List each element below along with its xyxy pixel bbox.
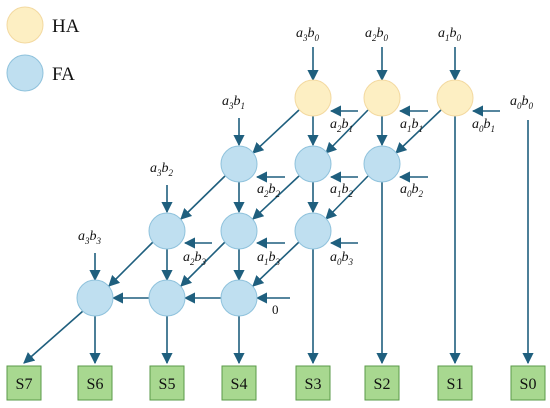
half-adder-node <box>436 79 474 117</box>
output-label-s3: S3 <box>305 376 322 393</box>
full-adder-node <box>148 279 186 317</box>
output-label-s5: S5 <box>159 376 176 393</box>
input-label-a0b1: a0b1 <box>472 117 495 134</box>
full-adder-node <box>76 279 114 317</box>
input-labels: a3b0 a2b0 a1b0 a0b0 a3b1 a2b1 a1b1 a0b1 … <box>78 26 534 317</box>
input-label-a1b0: a1b0 <box>438 26 462 43</box>
full-adder-node <box>363 145 401 183</box>
input-label-a3b1: a3b1 <box>222 94 245 111</box>
output-box-s0 <box>510 365 546 401</box>
output-box-s4 <box>221 365 257 401</box>
output-box-s5 <box>149 365 185 401</box>
outputs: S7 S6 S5 S4 S3 S2 S1 S0 <box>6 365 546 401</box>
input-label-a2b3: a2b3 <box>183 250 207 267</box>
full-adder-node <box>220 145 258 183</box>
input-label-a0b2: a0b2 <box>400 182 424 199</box>
full-adder-node <box>220 212 258 250</box>
full-adder-node <box>294 212 332 250</box>
output-label-s7: S7 <box>16 376 33 393</box>
full-adder-node <box>294 145 332 183</box>
input-label-a0b0: a0b0 <box>510 94 534 111</box>
input-label-a1b1: a1b1 <box>400 117 423 134</box>
full-adder-node <box>220 279 258 317</box>
legend-fa-swatch <box>6 54 44 92</box>
half-adders <box>294 79 474 117</box>
input-label-a2b0: a2b0 <box>365 26 389 43</box>
full-adder-node <box>148 212 186 250</box>
half-adder-node <box>294 79 332 117</box>
input-label-a3b0: a3b0 <box>296 26 320 43</box>
input-label-a3b3: a3b3 <box>78 229 102 246</box>
output-box-s7 <box>6 365 42 401</box>
wires <box>23 47 534 365</box>
legend: HA FA <box>6 6 80 92</box>
output-box-s6 <box>77 365 113 401</box>
legend-ha-label: HA <box>52 16 80 37</box>
carry-in-zero-label: 0 <box>272 302 279 317</box>
output-label-s6: S6 <box>87 376 104 393</box>
output-box-s1 <box>437 365 473 401</box>
input-label-a1b3: a1b3 <box>257 250 281 267</box>
legend-ha-swatch <box>6 6 44 44</box>
input-label-a2b1: a2b1 <box>330 117 353 134</box>
output-label-s1: S1 <box>447 376 464 393</box>
full-adders <box>76 145 401 317</box>
input-label-a1b2: a1b2 <box>330 182 354 199</box>
half-adder-node <box>363 79 401 117</box>
legend-fa-label: FA <box>52 64 75 85</box>
input-label-a2b2: a2b2 <box>257 182 281 199</box>
output-box-s2 <box>364 365 400 401</box>
output-box-s3 <box>295 365 331 401</box>
output-label-s2: S2 <box>374 376 391 393</box>
input-label-a3b2: a3b2 <box>150 161 174 178</box>
output-label-s0: S0 <box>520 376 537 393</box>
input-label-a0b3: a0b3 <box>330 250 354 267</box>
output-label-s4: S4 <box>231 376 248 393</box>
